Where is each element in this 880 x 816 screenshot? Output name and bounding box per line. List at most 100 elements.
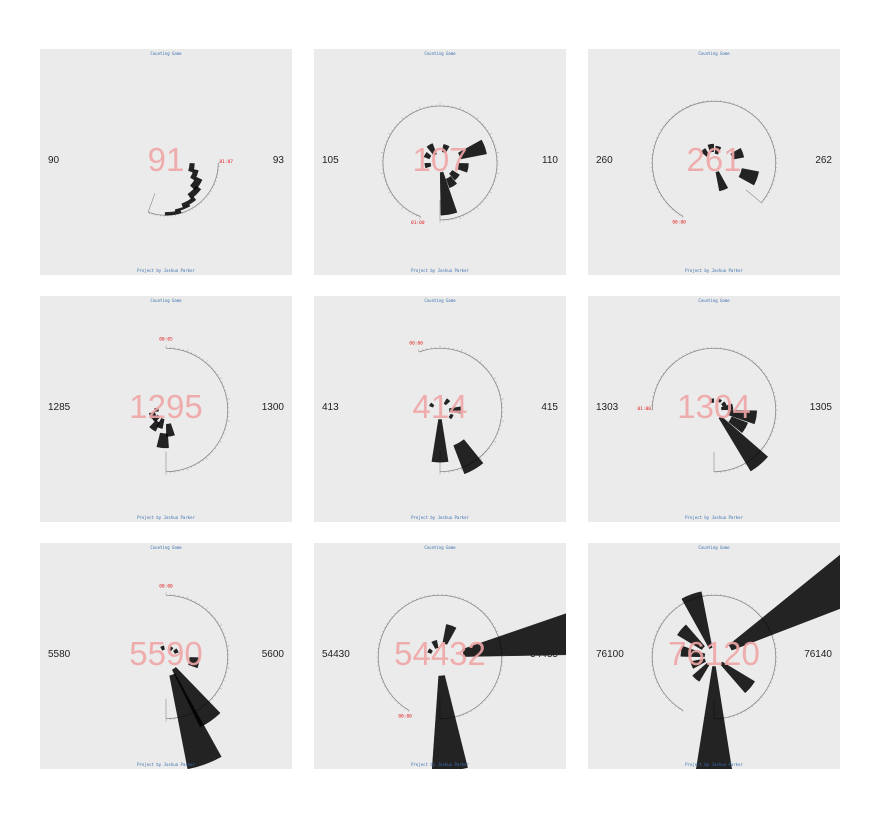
panel-title: Counting Game	[698, 298, 730, 303]
ring-tick	[497, 635, 500, 637]
ring-tick	[393, 126, 396, 129]
ring-tick	[488, 447, 490, 450]
ring-tick	[482, 364, 485, 366]
ring-tick	[656, 681, 658, 683]
radial-chart: 00:05	[148, 336, 230, 475]
ring-tick	[768, 685, 770, 687]
data-wedge	[458, 139, 487, 160]
data-wedge	[154, 407, 159, 413]
ring-tick	[497, 432, 499, 434]
ring-tick	[491, 187, 493, 189]
ring-tick	[217, 444, 219, 446]
ring-tick	[492, 623, 494, 625]
data-wedge	[696, 666, 732, 769]
ring-tick	[195, 206, 197, 208]
data-wedge	[423, 151, 432, 160]
ring-tick	[674, 211, 677, 213]
ring-tick	[219, 624, 223, 627]
ring-tick	[662, 199, 665, 201]
ring-arc	[651, 100, 777, 217]
ring-tick	[497, 386, 499, 388]
ring-tick	[766, 129, 768, 131]
range-end-label: 262	[815, 155, 832, 166]
ring-tick	[188, 209, 190, 212]
ring-tick	[671, 115, 673, 118]
data-wedge	[443, 398, 451, 406]
ring-tick	[755, 609, 757, 612]
ring-tick	[459, 216, 461, 220]
ring-tick	[768, 191, 770, 193]
ring-tick	[205, 607, 208, 610]
data-wedge	[457, 163, 469, 173]
ring-tick	[690, 351, 692, 353]
range-start-label: 1285	[48, 402, 71, 413]
ring-tick	[479, 360, 482, 363]
ring-tick	[660, 689, 662, 691]
start-label: 00:00	[672, 219, 686, 225]
start-label: 01:00	[637, 406, 651, 412]
ring-tick	[219, 377, 223, 380]
data-wedge	[148, 411, 157, 419]
ring-tick	[203, 199, 205, 201]
ring-tick	[211, 614, 214, 616]
ring-tick	[208, 611, 211, 613]
ring-tick	[210, 190, 212, 192]
range-end-label: 5600	[261, 649, 284, 660]
ring-tick	[405, 208, 407, 211]
ring-tick	[466, 600, 468, 602]
range-end-label: 76140	[804, 649, 832, 660]
ring-tick	[205, 457, 208, 460]
ring-tick	[198, 204, 200, 206]
ring-tick	[658, 380, 660, 382]
ring-tick	[493, 440, 497, 443]
ring-tick	[476, 358, 478, 361]
ring-tick	[492, 689, 494, 691]
ring-tick	[763, 446, 766, 448]
ring-tick	[385, 140, 388, 142]
start-label: 01:07	[219, 159, 233, 165]
data-wedge	[727, 410, 757, 425]
ring-tick	[682, 602, 684, 604]
ring-tick	[668, 118, 670, 121]
ring-tick	[380, 172, 384, 174]
ring-tick	[397, 609, 399, 612]
ring-tick	[668, 612, 670, 615]
ring-tick	[412, 111, 414, 113]
ring-tick	[484, 197, 487, 200]
panel-title: Counting Game	[424, 545, 456, 550]
ring-tick	[654, 677, 657, 679]
ring-tick	[494, 685, 496, 687]
range-start-label: 260	[596, 155, 613, 166]
ring-tick	[473, 208, 475, 211]
ring-tick	[491, 444, 493, 446]
ring-tick	[470, 211, 472, 213]
ring-tick	[460, 467, 463, 471]
ring-arc	[651, 594, 777, 720]
range-start-label: 54430	[322, 649, 350, 660]
ring-tick	[394, 612, 396, 615]
ring-tick	[217, 374, 219, 376]
ring-tick	[494, 627, 496, 629]
ring-tick	[484, 126, 487, 129]
data-wedge	[156, 432, 169, 449]
ring-tick	[487, 194, 489, 196]
data-wedge	[439, 171, 458, 216]
ring-tick	[185, 211, 187, 213]
ring-tick	[408, 113, 410, 115]
data-wedge	[462, 613, 566, 657]
ring-tick	[466, 712, 468, 714]
data-wedge	[448, 413, 454, 420]
ring-tick	[658, 133, 660, 135]
ring-tick	[763, 372, 766, 374]
data-wedge	[692, 662, 710, 682]
ring-tick	[399, 120, 401, 123]
ring-tick	[481, 609, 483, 612]
ring-tick	[412, 213, 414, 215]
panel-footer: Project by Joshua Parker	[411, 515, 469, 520]
ring-tick	[770, 681, 772, 683]
ring-tick	[686, 353, 688, 355]
ring-tick	[472, 356, 474, 358]
data-wedge	[728, 416, 748, 433]
ring-tick	[761, 449, 763, 451]
